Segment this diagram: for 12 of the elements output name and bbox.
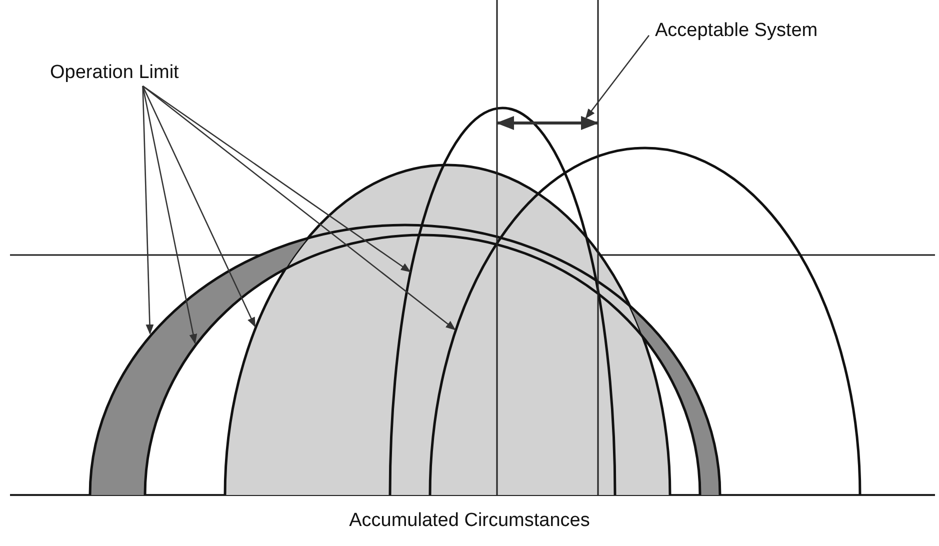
leader-arrow xyxy=(142,85,456,330)
axis-label: Accumulated Circumstances xyxy=(349,510,590,531)
leader-arrow xyxy=(585,35,650,119)
leader-arrow xyxy=(142,86,154,334)
arch-curve xyxy=(428,147,862,496)
arch-curve xyxy=(224,164,672,496)
arch-curve xyxy=(388,108,616,496)
leader-arrow xyxy=(142,86,256,328)
callout-label: Acceptable System xyxy=(655,20,818,42)
leader-arrow xyxy=(142,85,411,272)
leader-arrow xyxy=(142,86,198,344)
callout-label: Operation Limit xyxy=(50,62,179,84)
